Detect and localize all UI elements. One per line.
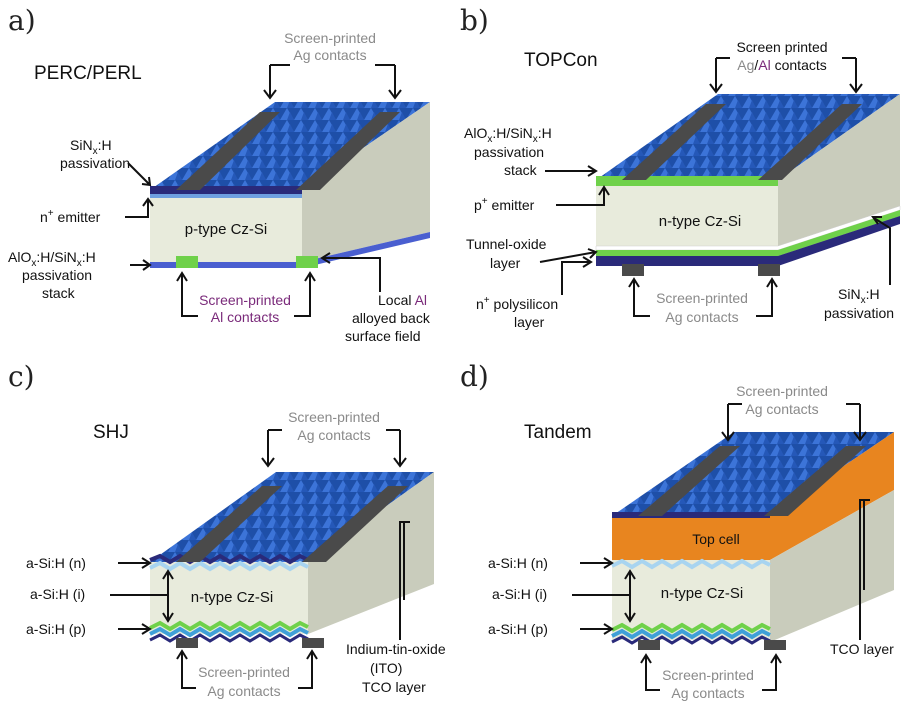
panel-b-poly-1: n+ polysilicon <box>476 295 558 312</box>
panel-c-top-contacts-2: Ag contacts <box>297 427 370 443</box>
panel-c-layer-p: a-Si:H (p) <box>26 621 86 637</box>
panel-a-rear-stack-3: stack <box>42 285 76 301</box>
top-cell <box>612 516 770 560</box>
panel-c-bulk: n-type Cz-Si <box>191 589 274 606</box>
panel-c-ito-3: TCO layer <box>362 679 426 695</box>
front-finger <box>622 104 726 180</box>
panel-a-title: PERC/PERL <box>34 63 142 84</box>
panel-b-top-contacts-1: Screen printed <box>736 39 827 55</box>
panel-b-rear-passivation-1: SiNx:H <box>838 286 880 306</box>
arrow <box>263 65 277 100</box>
panel-c-ito-2: (ITO) <box>370 660 402 676</box>
panel-a-bsf-2: alloyed back <box>352 310 431 326</box>
panel-b-rear-contacts-1: Screen-printed <box>656 290 748 306</box>
panel-a-emitter: n+ emitter <box>40 208 101 225</box>
panel-c-layer-n: a-Si:H (n) <box>26 555 86 571</box>
panel-b-tunnel-2: layer <box>490 255 521 271</box>
front-finger <box>638 446 740 516</box>
panel-a-bulk: p-type Cz-Si <box>185 221 268 238</box>
front-finger <box>302 486 408 562</box>
panel-c-top-contacts-1: Screen-printed <box>288 409 380 425</box>
front-finger <box>764 446 866 516</box>
cell-front <box>150 190 302 262</box>
panel-b-title: TOPCon <box>524 50 598 71</box>
panel-b-poly-2: layer <box>514 314 545 330</box>
panel-d-letter: d) <box>460 360 489 393</box>
panel-b-front-stack-3: stack <box>504 162 538 178</box>
front-finger <box>176 112 280 190</box>
panel-d-layer-i: a-Si:H (i) <box>492 586 547 602</box>
panel-b: b) TOPCon n-type Cz-Si Screen printed Ag… <box>460 4 901 330</box>
panel-a-letter: a) <box>8 4 36 37</box>
panel-c: c) SHJ n-type Cz-Si Screen-printed Ag co… <box>8 360 446 699</box>
tandem-cell: Top cell n-type Cz-Si <box>611 432 894 650</box>
panel-c-rear-contacts-2: Ag contacts <box>207 683 280 699</box>
panel-a-bsf-1: Local Al <box>378 292 427 308</box>
arrow <box>388 65 402 100</box>
panel-b-front-stack: AlOx:H/SiNx:H <box>464 125 552 145</box>
panel-d-top-cell: Top cell <box>692 531 739 547</box>
panel-b-bulk: n-type Cz-Si <box>659 213 742 230</box>
panel-a-rear-contacts-2: Al contacts <box>211 309 279 325</box>
front-finger <box>296 112 400 190</box>
panel-a: a) PERC/PERL p-type Cz-Si Screen-printed… <box>8 4 431 344</box>
panel-b-emitter: p+ emitter <box>474 196 535 213</box>
panel-d-rear-contacts-1: Screen-printed <box>662 667 754 683</box>
panel-c-title: SHJ <box>93 422 129 443</box>
panel-d: d) Tandem Top cell n-type Cz-Si Screen-p… <box>460 360 894 701</box>
panel-d-title: Tandem <box>524 422 592 443</box>
panel-c-layer-i: a-Si:H (i) <box>30 586 85 602</box>
front-finger <box>758 104 862 180</box>
panel-a-top-contacts-2: Ag contacts <box>293 47 366 63</box>
panel-d-tco: TCO layer <box>830 641 894 657</box>
panel-d-layer-p: a-Si:H (p) <box>488 621 548 637</box>
panel-b-rear-passivation-2: passivation <box>824 305 894 321</box>
panel-a-rear-stack-2: passivation <box>22 267 92 283</box>
panel-c-letter: c) <box>8 360 35 393</box>
panel-c-rear-contacts-1: Screen-printed <box>198 664 290 680</box>
perc-cell: p-type Cz-Si <box>150 102 430 268</box>
panel-d-rear-contacts-2: Ag contacts <box>671 685 744 701</box>
panel-b-tunnel-1: Tunnel-oxide <box>466 236 547 252</box>
cell-side <box>302 102 430 262</box>
front-texture <box>596 94 900 180</box>
panel-a-rear-contacts-1: Screen-printed <box>199 292 291 308</box>
panel-d-top-contacts-2: Ag contacts <box>745 401 818 417</box>
panel-a-rear-stack: AlOx:H/SiNx:H <box>8 249 96 269</box>
panel-b-letter: b) <box>460 4 489 37</box>
topcon-cell: n-type Cz-Si <box>595 94 901 276</box>
panel-c-ito-1: Indium-tin-oxide <box>346 641 446 657</box>
panel-d-layer-n: a-Si:H (n) <box>488 555 548 571</box>
rear-layer <box>596 216 900 266</box>
panel-a-sinx: SiNx:H <box>70 137 112 157</box>
panel-d-bulk: n-type Cz-Si <box>661 585 744 602</box>
shj-cell: n-type Cz-Si <box>149 472 434 648</box>
panel-d-top-contacts-1: Screen-printed <box>736 383 828 399</box>
front-finger <box>176 486 282 562</box>
panel-a-bsf-3: surface field <box>345 328 420 344</box>
panel-b-top-contacts-2: Ag/Al contacts <box>737 57 827 73</box>
cell-side <box>308 472 434 634</box>
top-cell-side <box>770 432 894 560</box>
panel-b-rear-contacts-2: Ag contacts <box>665 309 738 325</box>
panel-b-front-stack-2: passivation <box>474 144 544 160</box>
panel-a-top-contacts-1: Screen-printed <box>284 30 376 46</box>
panel-a-passivation: passivation <box>60 155 130 171</box>
